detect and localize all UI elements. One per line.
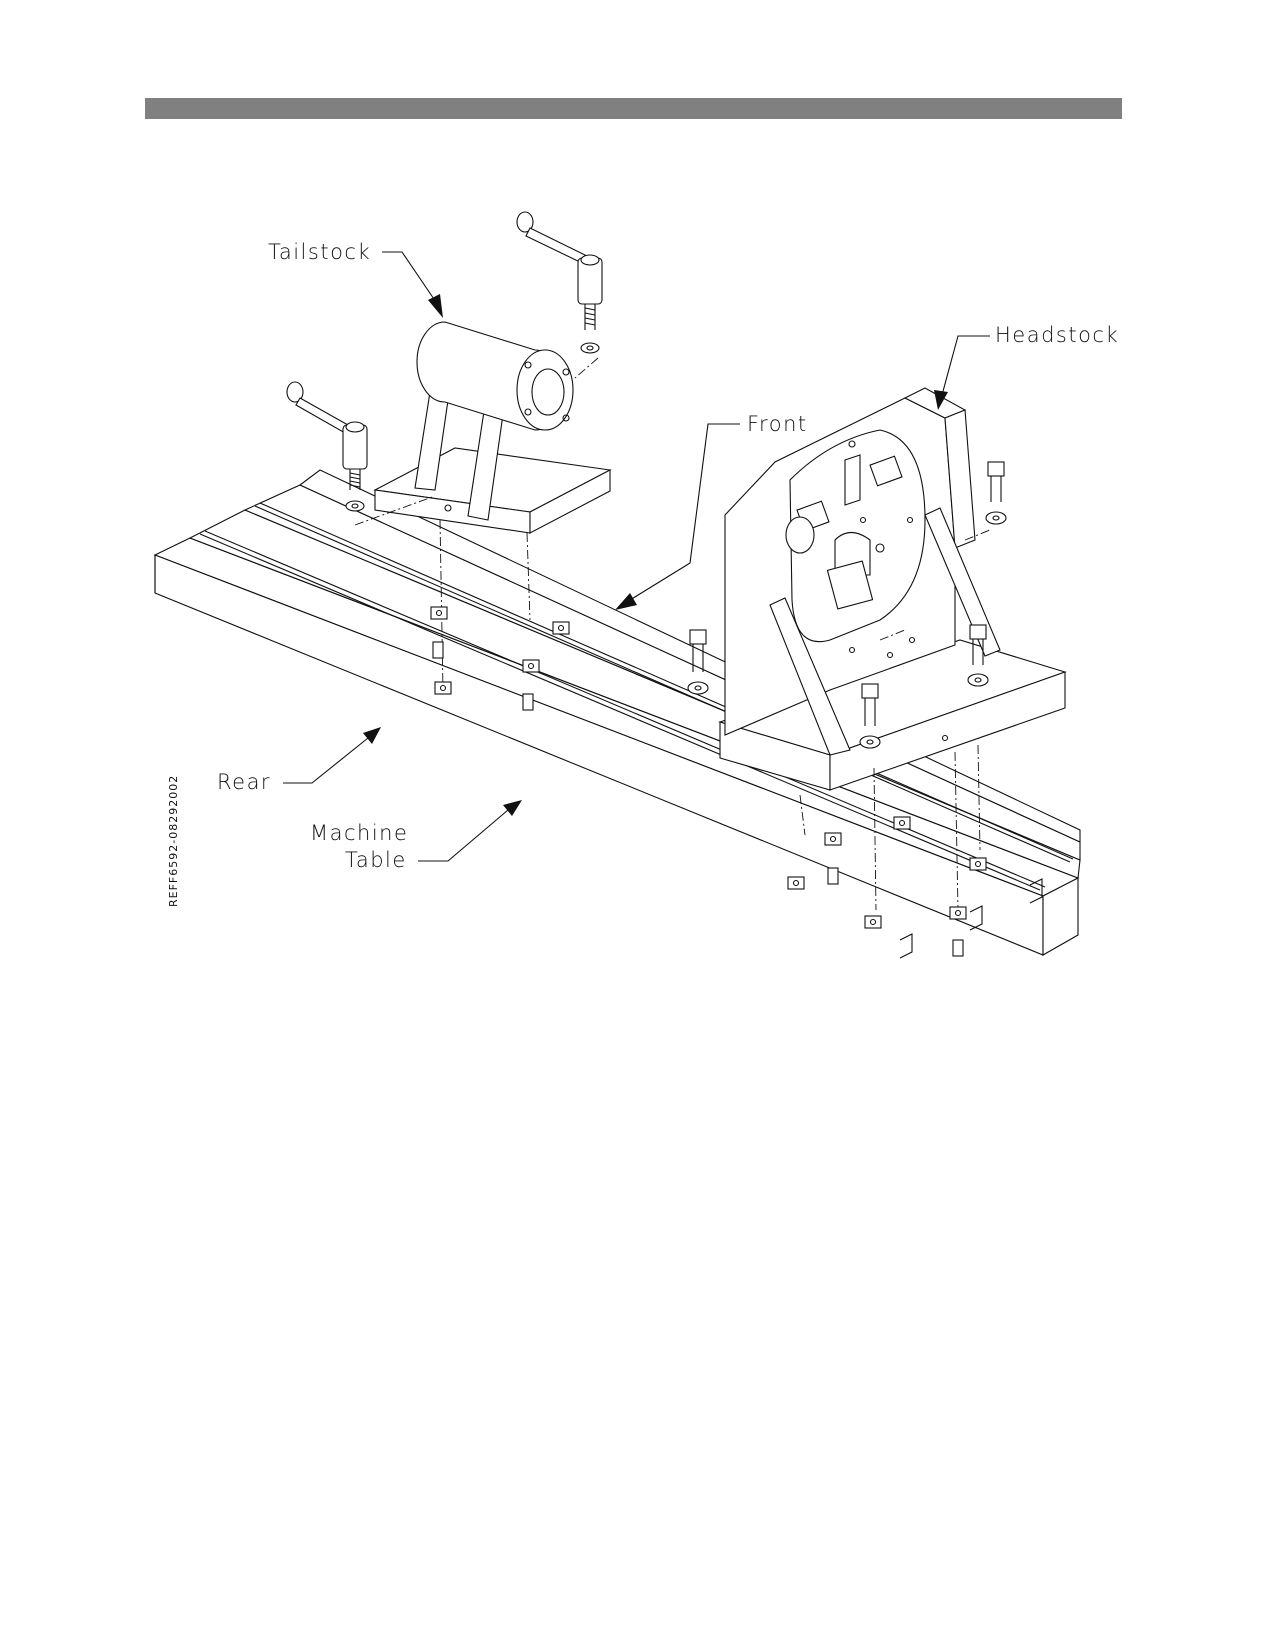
label-machine-table: Machine Table [310, 800, 522, 872]
svg-text:Front: Front [747, 412, 808, 436]
label-front: Front [615, 412, 808, 610]
header-bar [145, 98, 1122, 119]
reference-code: REFF6592-08292002 [167, 775, 180, 907]
bolt-front-left [687, 629, 709, 695]
label-rear: Rear [217, 727, 381, 794]
clamp-lever-left [286, 381, 368, 512]
cap-screws [432, 641, 964, 957]
headstock [718, 387, 1067, 911]
label-headstock: Headstock [934, 323, 1119, 410]
svg-text:Tailstock: Tailstock [268, 240, 371, 264]
bolt-top-right [985, 461, 1007, 525]
bolt-front-right [859, 683, 881, 749]
svg-text:Rear: Rear [217, 770, 271, 794]
svg-text:Table: Table [345, 848, 407, 872]
clamp-lever-right [516, 211, 603, 354]
bolt-rear-right [967, 624, 989, 687]
svg-text:Headstock: Headstock [995, 323, 1119, 347]
tailstock [354, 321, 612, 691]
t-nuts [430, 606, 987, 929]
machine-table [153, 469, 1081, 959]
svg-text:Machine: Machine [310, 821, 408, 845]
label-tailstock: Tailstock [268, 240, 443, 318]
